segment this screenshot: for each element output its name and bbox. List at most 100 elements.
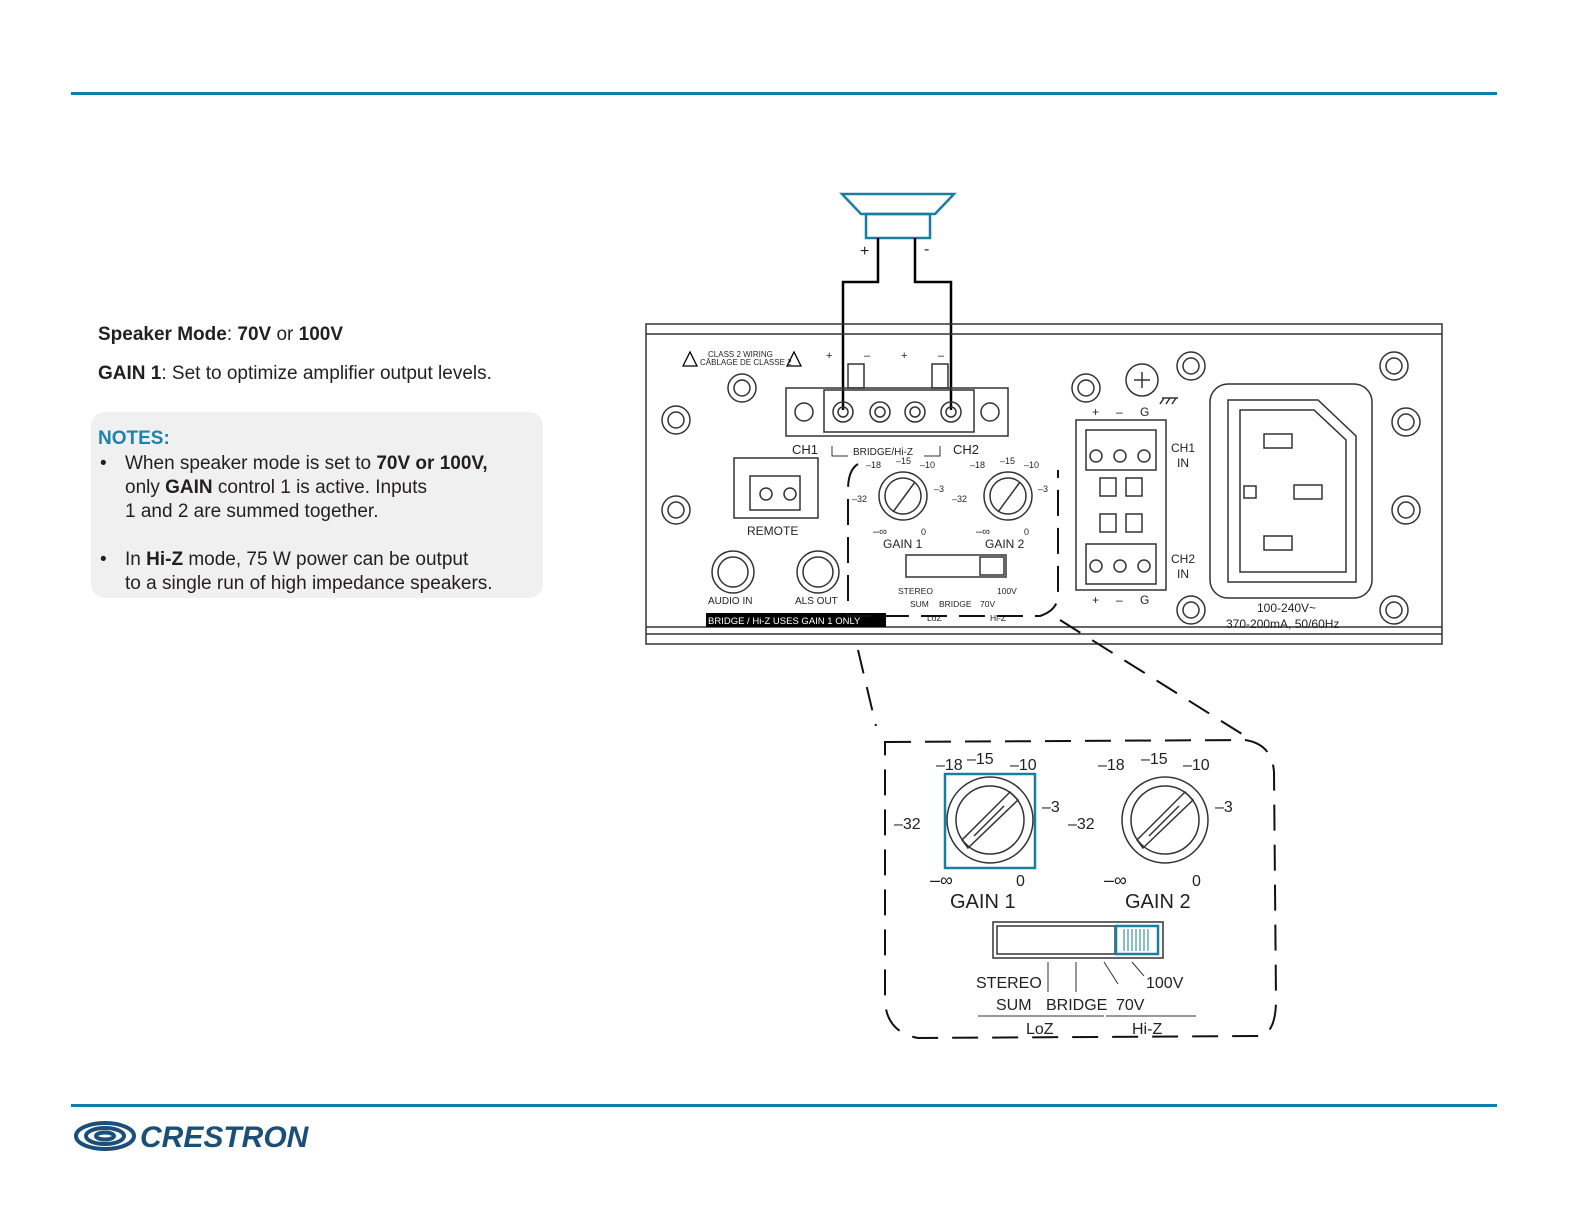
input-g-top: G [1140,405,1149,419]
tick-minf-2: –∞ [1104,870,1127,890]
tick-m18-2: –18 [1098,757,1125,774]
panel-tick-m15-1: –15 [896,456,911,466]
speaker-wires [841,238,953,410]
100v-label: 100V [1146,975,1184,992]
panel-tick-m10-1: –10 [920,460,935,470]
note-hiz-mode: In Hi-Z mode, 75 W power can be output t… [125,549,493,594]
tick-m3-1: –3 [1042,799,1060,816]
audio-in-jack [711,550,755,594]
ch1-in-label-a: CH1 [1171,441,1195,455]
tick-minf-1: –∞ [930,870,953,890]
panel-sum-label: SUM [910,599,929,609]
mode-switch [992,921,1164,959]
panel-tick-0-1: 0 [921,527,926,537]
tick-m15-1: –15 [967,751,994,768]
mode-switch-slider-grip [1123,929,1149,951]
bottom-rule [71,1104,1497,1107]
panel-tick-m18-1: –18 [866,460,881,470]
ch2-in-label-a: CH2 [1171,552,1195,566]
speaker-plus-label: + [860,243,869,260]
panel-gain2-label: GAIN 2 [985,537,1025,551]
audio-in-label: AUDIO IN [708,596,752,607]
bridge-label: BRIDGE [1046,997,1107,1014]
power-rating-voltage: 100-240V~ [1257,601,1316,615]
speaker-terminal-block [785,363,1009,437]
gain-instruction-line: GAIN 1: Set to optimize amplifier output… [98,363,492,384]
panel-tick-minf-2: –∞ [976,526,990,538]
bridge-hiz-label: BRIDGE/Hi-Z [853,447,913,458]
input-minus-top: – [1116,405,1123,419]
warning-icon [681,350,803,367]
input-minus-bottom: – [1116,593,1123,607]
panel-tick-m15-2: –15 [1000,456,1015,466]
mode-switch-slider [1114,924,1160,956]
als-out-jack [796,550,840,594]
ch1-in-label-b: IN [1177,456,1189,470]
gain1-knob [946,776,1034,864]
tick-m10-2: –10 [1183,757,1210,774]
notes-box: NOTES: • When speaker mode is set to 70V… [91,412,543,598]
tick-0-2: 0 [1192,873,1201,890]
panel-hiz-label: Hi-Z [990,613,1006,623]
tick-m10-1: –10 [1010,757,1037,774]
zoom-detail-outline [884,738,1278,1040]
power-inlet [1209,383,1373,599]
bullet: • [100,549,107,570]
tick-m32-1: –32 [894,816,921,833]
ground-icon [1125,363,1178,405]
crestron-wordmark: CRESTRON [140,1121,310,1154]
zoom-leader-lines [857,619,1243,735]
panel-bridge-label: BRIDGE [939,599,972,609]
note-speaker-mode: When speaker mode is set to 70V or 100V,… [125,453,488,522]
ch2-output-label: CH2 [953,442,979,457]
stereo-label: STEREO [976,975,1042,992]
tick-m32-2: –32 [1068,816,1095,833]
power-rating-current: 370-200mA, 50/60Hz [1226,617,1339,631]
panel-zoom-outline [847,463,1059,617]
panel-loz-label: LoZ [927,613,942,623]
panel-70v-label: 70V [980,599,995,609]
70v-label: 70V [1116,997,1145,1014]
als-out-label: ALS OUT [795,596,838,607]
remote-connector [733,457,819,519]
gain1-label: GAIN 1 [950,891,1016,913]
panel-stereo-label: STEREO [898,586,933,596]
panel-tick-minf-1: –∞ [873,526,887,538]
panel-gain-knobs [878,471,1033,521]
terminal-plus-1: + [826,350,832,362]
mode-switch-leaders [978,961,1196,1017]
bullet: • [100,453,107,474]
loz-label: LoZ [1026,1021,1054,1038]
top-rule [71,92,1497,95]
panel-tick-m32-1: –32 [852,494,867,504]
ch2-in-label-b: IN [1177,567,1189,581]
panel-mode-switch [905,554,1007,578]
gain1-highlight-box [943,772,1037,870]
tick-m3-2: –3 [1215,799,1233,816]
sum-label: SUM [996,997,1032,1014]
bridge-note-bar [706,613,886,627]
panel-tick-m10-2: –10 [1024,460,1039,470]
tick-m15-2: –15 [1141,751,1168,768]
bridge-note-label: BRIDGE / Hi-Z USES GAIN 1 ONLY [708,616,861,627]
class2-label-en: CLASS 2 WIRING [708,350,773,359]
terminal-minus-2: – [938,350,945,362]
panel-tick-m32-2: –32 [952,494,967,504]
input-terminal-blocks [1075,419,1167,591]
crestron-swoosh-icon [74,1121,136,1151]
speaker-icon [839,192,957,240]
bridge-bracket-right [924,446,941,457]
bridge-bracket-left [831,446,848,457]
input-plus-bottom: + [1092,593,1099,607]
panel-100v-label: 100V [997,586,1017,596]
remote-label: REMOTE [747,524,798,538]
screw-holes [661,351,1421,625]
input-plus-top: + [1092,405,1099,419]
speaker-minus-label: - [924,241,929,258]
gain2-label: GAIN 2 [1125,891,1191,913]
gain2-knob [1121,776,1209,864]
terminal-minus-1: – [864,350,871,362]
panel-tick-0-2: 0 [1024,527,1029,537]
tick-0-1: 0 [1016,873,1025,890]
